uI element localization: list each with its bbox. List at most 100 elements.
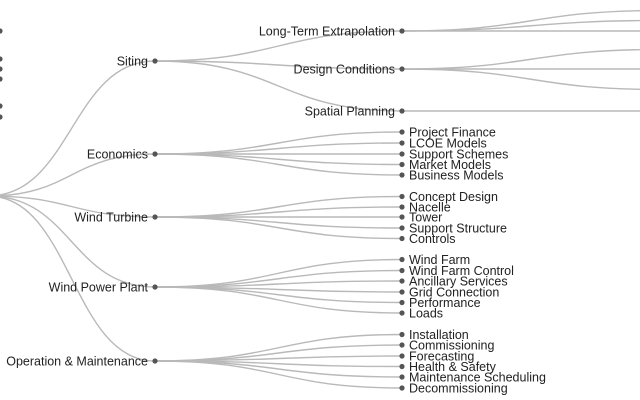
node-label: Wind Turbine	[74, 210, 148, 224]
node-dot[interactable]	[152, 58, 158, 64]
node-dot[interactable]	[0, 103, 3, 109]
node-commissioning[interactable]: Commissioning	[399, 338, 494, 352]
node-support-structure[interactable]: Support Structure	[399, 221, 507, 235]
node-wind-turbine[interactable]: Wind Turbine	[74, 210, 158, 224]
node-dot[interactable]	[399, 299, 405, 306]
tree-link	[154, 206, 403, 218]
node-installation[interactable]: Installation	[399, 328, 469, 342]
node-dot[interactable]	[0, 76, 3, 82]
node-dot[interactable]	[152, 358, 158, 364]
node-dot[interactable]	[399, 151, 405, 157]
node-dot[interactable]	[0, 56, 3, 62]
node-loads[interactable]: Loads	[399, 306, 443, 320]
node-dot[interactable]	[399, 225, 405, 231]
node-dot[interactable]	[152, 151, 158, 157]
node-unlabeled-0-1-1-2[interactable]	[0, 76, 3, 82]
node-dot[interactable]	[0, 28, 3, 34]
tree-link	[0, 195, 156, 218]
tree-link	[154, 216, 403, 240]
node-market-models[interactable]: Market Models	[399, 158, 491, 172]
node-dot[interactable]	[399, 363, 405, 370]
node-dot[interactable]	[399, 129, 405, 135]
node-unlabeled-0-0-2-0[interactable]	[0, 28, 3, 34]
node-economics[interactable]: Economics	[87, 147, 158, 161]
node-concept-design[interactable]: Concept Design	[399, 190, 498, 204]
node-dot[interactable]	[399, 289, 405, 295]
node-label: Maintenance Scheduling	[409, 370, 546, 384]
node-wind-farm[interactable]: Wind Farm	[399, 253, 470, 267]
node-dot[interactable]	[399, 278, 405, 284]
node-dot[interactable]	[399, 353, 405, 359]
node-controls[interactable]: Controls	[399, 232, 456, 246]
tree-link	[154, 333, 403, 362]
node-dot[interactable]	[399, 385, 405, 391]
tree-link	[401, 68, 640, 91]
node-dot[interactable]	[399, 108, 405, 114]
node-nacelle[interactable]: Nacelle	[399, 200, 451, 214]
node-dot[interactable]	[152, 214, 158, 220]
node-design-conditions[interactable]: Design Conditions	[294, 62, 405, 76]
node-support-schemes[interactable]: Support Schemes	[399, 147, 508, 161]
tree-link	[154, 355, 403, 362]
node-unlabeled-0-2-0-0[interactable]	[0, 103, 3, 109]
node-long-term-extrapolation[interactable]: Long-Term Extrapolation	[259, 24, 405, 38]
node-grid-connection[interactable]: Grid Connection	[399, 285, 499, 299]
node-dot[interactable]	[399, 172, 405, 178]
node-label: Economics	[87, 147, 148, 161]
node-label: Siting	[117, 54, 148, 68]
node-dot[interactable]	[399, 204, 405, 210]
tree-link	[154, 153, 403, 176]
tree-link	[154, 216, 403, 229]
node-wind-farm-control[interactable]: Wind Farm Control	[399, 264, 514, 278]
node-dot[interactable]	[399, 310, 405, 316]
node-unlabeled-0-1-1-0[interactable]	[0, 56, 3, 62]
node-dot[interactable]	[0, 66, 3, 72]
node-lcoe-models[interactable]: LCOE Models	[399, 136, 487, 150]
node-label: Commissioning	[409, 338, 494, 352]
node-dot[interactable]	[399, 66, 405, 72]
node-tower[interactable]: Tower	[399, 210, 442, 224]
node-forecasting[interactable]: Forecasting	[399, 349, 474, 363]
node-dot[interactable]	[152, 284, 158, 290]
node-maintenance-scheduling[interactable]: Maintenance Scheduling	[399, 370, 546, 384]
node-label: Tower	[409, 210, 442, 224]
node-dot[interactable]	[399, 193, 405, 200]
node-unlabeled-0-1-1-1[interactable]	[0, 66, 3, 72]
node-performance[interactable]: Performance	[399, 296, 481, 310]
node-label: Project Finance	[409, 125, 496, 139]
node-dot[interactable]	[399, 161, 405, 168]
tree-link	[154, 60, 403, 112]
node-label: Design Conditions	[294, 62, 395, 76]
node-dot[interactable]	[399, 235, 405, 242]
node-health-and-safety[interactable]: Health & Safety	[399, 360, 497, 374]
node-label: Wind Farm Control	[409, 264, 514, 278]
node-dot[interactable]	[399, 267, 405, 274]
node-unlabeled-0-2-0-1[interactable]	[0, 114, 3, 120]
node-label: Grid Connection	[409, 285, 499, 299]
node-dot[interactable]	[399, 342, 405, 348]
node-dot[interactable]	[399, 214, 405, 220]
node-siting[interactable]: Siting	[117, 54, 158, 68]
node-label: Performance	[409, 296, 481, 310]
tree-link	[154, 60, 403, 70]
node-label: Controls	[409, 232, 456, 246]
node-dot[interactable]	[399, 374, 405, 380]
node-ancillary-services[interactable]: Ancillary Services	[399, 274, 508, 288]
node-dot[interactable]	[0, 114, 3, 120]
node-decommissioning[interactable]: Decommissioning	[399, 381, 508, 395]
node-business-models[interactable]: Business Models	[399, 168, 504, 182]
tree-link	[0, 153, 156, 197]
node-operation-and-maintenance[interactable]: Operation & Maintenance	[6, 354, 158, 368]
node-label: Support Schemes	[409, 147, 508, 161]
tree-link	[154, 258, 403, 288]
node-dot[interactable]	[399, 140, 405, 146]
node-dot[interactable]	[399, 256, 405, 263]
node-dot[interactable]	[399, 28, 405, 34]
node-dot[interactable]	[399, 331, 405, 338]
node-project-finance[interactable]: Project Finance	[399, 125, 496, 139]
tree-link	[154, 360, 403, 389]
node-spatial-planning[interactable]: Spatial Planning	[305, 104, 405, 118]
tree-link	[154, 142, 403, 155]
tree-link	[0, 196, 156, 362]
node-wind-power-plant[interactable]: Wind Power Plant	[49, 280, 158, 294]
